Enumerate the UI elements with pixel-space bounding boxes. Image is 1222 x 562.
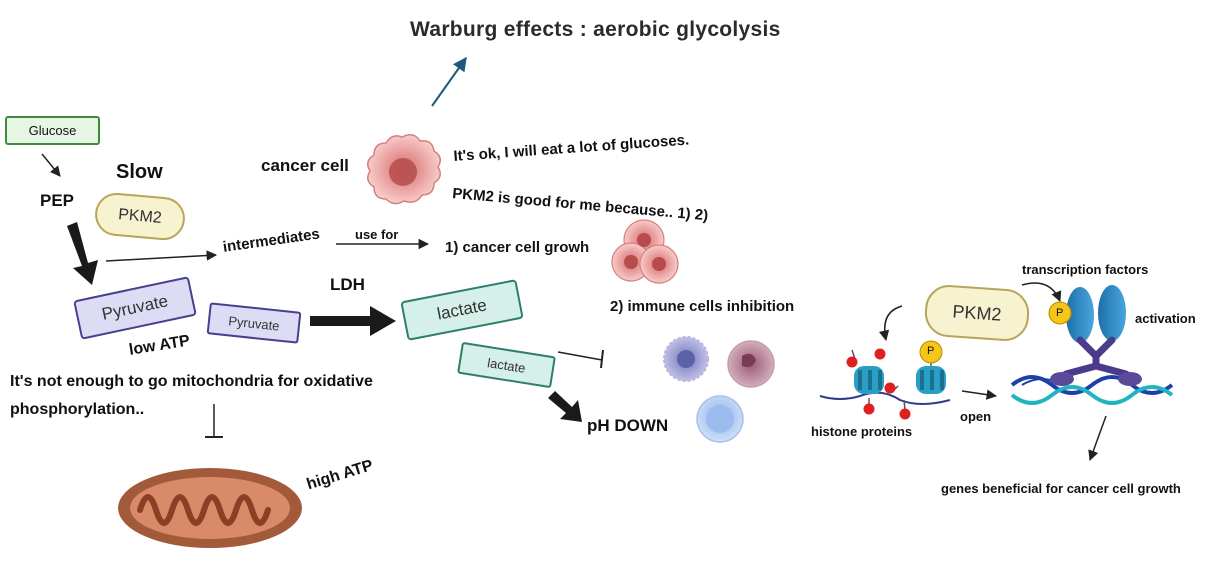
- lactate-to-ph-arrow: [548, 391, 582, 422]
- title-arrow: [432, 58, 466, 106]
- pyruvate-small-label: Pyruvate: [228, 313, 281, 333]
- genes-arrow: [1090, 416, 1106, 460]
- dna-helix-icon: [1012, 377, 1172, 403]
- pep-label: PEP: [40, 192, 74, 209]
- transcription-factor-icon: [1049, 285, 1142, 386]
- phospho-label-histone: P: [927, 346, 934, 357]
- mitochondria-note-line1: It's not enough to go mitochondria for o…: [10, 374, 373, 390]
- pkm2-large-label: PKM2: [952, 301, 1002, 325]
- lactate-inhibition-bar: [601, 350, 603, 368]
- transcription-factors-label: transcription factors: [1022, 263, 1148, 276]
- lactate-large-label: lactate: [436, 295, 489, 324]
- cancer-cluster-icon: [612, 220, 678, 283]
- mitochondria-note-line2: phosphorylation..: [10, 402, 144, 418]
- glucose-label: Glucose: [29, 123, 77, 138]
- histone-proteins-label: histone proteins: [811, 425, 912, 438]
- pkm2-small-label: PKM2: [118, 206, 163, 228]
- pkm2-pill-large: PKM2: [923, 283, 1030, 342]
- mitochondrion-icon: [118, 468, 302, 548]
- pep-to-pyruvate-arrow: [67, 222, 98, 285]
- activation-label: activation: [1135, 312, 1196, 325]
- pkm2-pill-small: PKM2: [93, 191, 186, 242]
- immune-inhibition-label: 2) immune cells inhibition: [610, 299, 794, 314]
- lactate-small-label: lactate: [486, 355, 526, 376]
- immune-cells-icon: [664, 337, 774, 442]
- glucose-to-pep-arrow: [42, 154, 60, 176]
- ldh-label: LDH: [330, 276, 365, 293]
- tf-to-phospho-arrow: [1022, 283, 1060, 301]
- lactate-inhibition-line: [558, 352, 602, 360]
- pyruvate-large-label: Pyruvate: [100, 291, 170, 325]
- cancer-cell-icon: [368, 135, 441, 204]
- glucose-box: Glucose: [5, 116, 100, 145]
- to-intermediates-arrow: [106, 255, 216, 261]
- phospho-label-tf: P: [1056, 308, 1063, 319]
- slow-label: Slow: [116, 162, 163, 182]
- ph-down-label: pH DOWN: [587, 417, 668, 434]
- genes-label: genes beneficial for cancer cell growth: [941, 482, 1181, 495]
- pkm2-to-histone-arrow: [885, 306, 902, 340]
- open-label: open: [960, 410, 991, 423]
- use-for-label: use for: [355, 228, 398, 241]
- diagram-title: Warburg effects : aerobic glycolysis: [410, 19, 781, 40]
- cancer-cell-label: cancer cell: [261, 157, 349, 174]
- open-arrow: [962, 391, 996, 396]
- ldh-arrow: [310, 306, 396, 336]
- cancer-growth-label: 1) cancer cell growh: [445, 240, 589, 255]
